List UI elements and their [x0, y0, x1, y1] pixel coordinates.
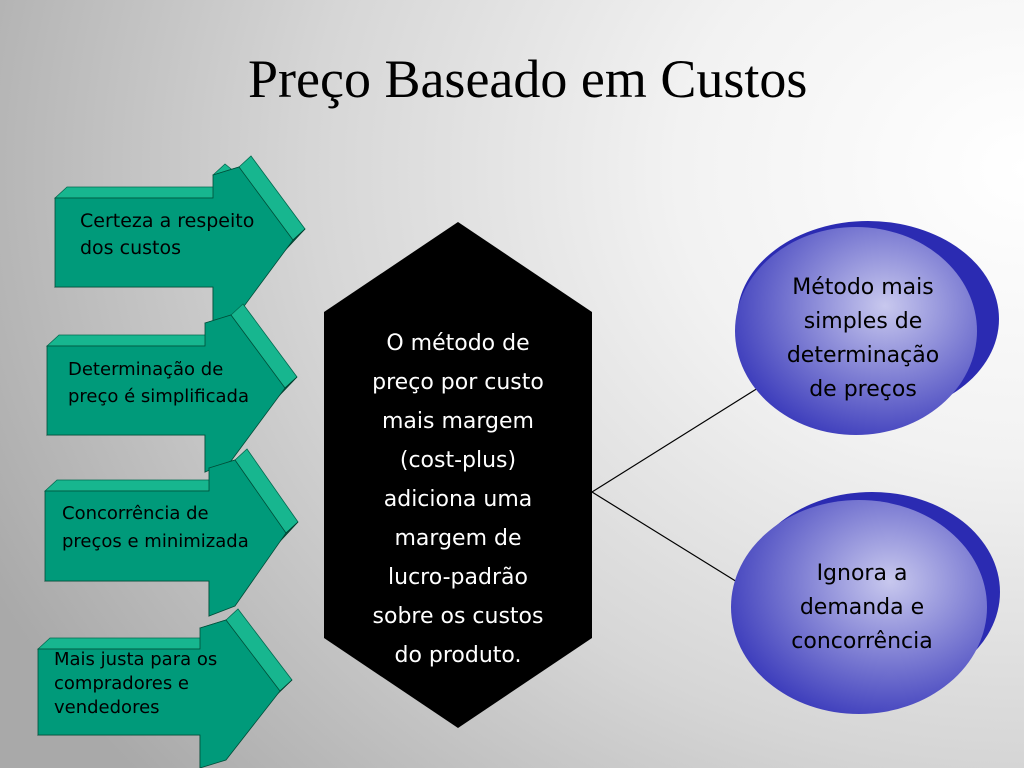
outcome-label-2: Ignora a demanda e concorrência — [791, 561, 933, 654]
outcome-oval-2 — [731, 492, 1000, 714]
arrow-label-4: Mais justa para os compradores e vendedo… — [54, 649, 218, 718]
slide-title: Preço Baseado em Custos — [248, 49, 808, 109]
arrow-label-2: Determinação de preço é simplificada — [68, 359, 249, 407]
arrow-shape-1 — [53, 155, 306, 327]
arrow-shape-3 — [43, 448, 299, 617]
outcome-oval-1 — [735, 221, 999, 435]
outcome-label-1: Método mais simples de determinação de p… — [786, 275, 940, 402]
center-hexagon — [324, 222, 592, 728]
center-text: O método de preço por custo mais margem … — [372, 331, 544, 668]
arrow-shape-2 — [45, 303, 298, 473]
connector-line-bottom — [591, 491, 743, 586]
arrow-label-1: Certeza a respeito dos custos — [80, 210, 255, 259]
arrow-shape-4 — [36, 608, 293, 768]
arrow-label-3: Concorrência de preços e minimizada — [62, 503, 249, 552]
connector-line-top — [591, 387, 759, 493]
